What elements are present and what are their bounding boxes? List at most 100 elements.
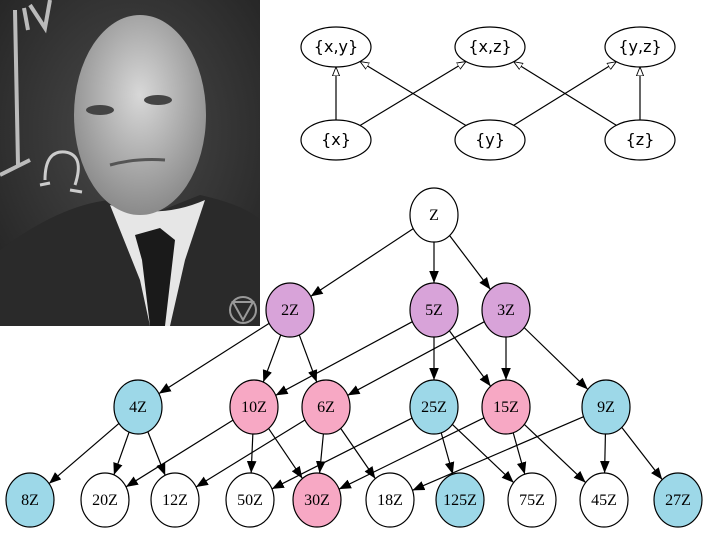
node-ellipse xyxy=(225,472,275,528)
node-label: 15Z xyxy=(493,399,519,416)
ideal-edges xyxy=(48,228,663,491)
node-ellipse xyxy=(301,379,351,435)
edge-4Z-to-20Z xyxy=(113,431,130,476)
node-xz: {x,z} xyxy=(454,26,526,68)
node-label: 25Z xyxy=(421,399,447,416)
node-ellipse xyxy=(300,26,372,68)
node-label: {x,y} xyxy=(314,37,358,56)
node-3Z: 3Z xyxy=(481,282,531,338)
node-label: 3Z xyxy=(497,302,515,319)
subset-nodes: {x,y} {x,z} {y,z} {x} {y} {z} xyxy=(300,26,676,161)
node-label: {x} xyxy=(321,130,351,149)
node-5Z: 5Z xyxy=(409,282,459,338)
node-ellipse xyxy=(80,472,130,528)
node-ellipse xyxy=(409,282,459,338)
edge-6Z-to-18Z xyxy=(340,428,376,479)
node-ellipse xyxy=(454,26,526,68)
node-ellipse xyxy=(579,472,629,528)
edge-9Z-to-18Z xyxy=(412,416,584,491)
node-label: 12Z xyxy=(162,492,188,509)
node-8Z: 8Z xyxy=(5,472,55,528)
node-27Z: 27Z xyxy=(653,472,703,528)
edge-25Z-to-75Z xyxy=(451,423,515,484)
edge-15Z-to-30Z xyxy=(338,417,485,490)
node-ellipse xyxy=(507,472,557,528)
node-yz: {y,z} xyxy=(604,26,676,68)
node-ellipse xyxy=(454,119,526,161)
node-label: 30Z xyxy=(304,492,330,509)
edge-10Z-to-20Z xyxy=(125,419,234,488)
node-label: 5Z xyxy=(425,302,443,319)
node-20Z: 20Z xyxy=(80,472,130,528)
edge-z-to-xz xyxy=(514,62,617,126)
edge-15Z-to-75Z xyxy=(512,432,527,475)
node-ellipse xyxy=(300,119,372,161)
node-18Z: 18Z xyxy=(365,472,415,528)
node-label: {y} xyxy=(475,130,505,149)
chalk-omega xyxy=(39,150,83,194)
node-label: 75Z xyxy=(519,492,545,509)
node-ellipse xyxy=(581,379,631,435)
node-ellipse xyxy=(604,119,676,161)
node-Z: Z xyxy=(409,187,459,243)
portrait-photo xyxy=(0,0,260,326)
node-ellipse xyxy=(113,379,163,435)
edge-6Z-to-30Z xyxy=(315,433,326,474)
ideal-nodes: Z 2Z 5Z 3Z 4Z 10Z 6Z 25Z 15Z 9Z 8Z 20Z 12Z 50Z 30Z 18Z 1… xyxy=(5,187,703,528)
edge-9Z-to-27Z xyxy=(621,426,663,481)
ideal-lattice: Z 2Z 5Z 3Z 4Z 10Z 6Z 25Z 15Z 9Z 8Z 20Z 12Z 50Z 30Z 18Z 1… xyxy=(5,187,703,528)
node-15Z: 15Z xyxy=(481,379,531,435)
edge-10Z-to-30Z xyxy=(268,428,303,479)
edge-6Z-to-12Z xyxy=(195,419,306,488)
node-label: 45Z xyxy=(591,492,617,509)
node-50Z: 50Z xyxy=(225,472,275,528)
node-ellipse xyxy=(265,282,315,338)
node-30Z: 30Z xyxy=(292,472,342,528)
edge-9Z-to-45Z xyxy=(600,433,610,474)
edge-4Z-to-8Z xyxy=(48,422,120,485)
node-4Z: 4Z xyxy=(113,379,163,435)
node-label: 50Z xyxy=(237,492,263,509)
node-ellipse xyxy=(409,379,459,435)
node-ellipse xyxy=(229,379,279,435)
node-x: {x} xyxy=(300,119,372,161)
node-ellipse xyxy=(365,472,415,528)
node-ellipse xyxy=(5,472,55,528)
node-ellipse xyxy=(653,472,703,528)
edge-Z-to-3Z xyxy=(449,235,491,290)
node-label: 20Z xyxy=(92,492,118,509)
node-ellipse xyxy=(481,379,531,435)
edge-10Z-to-50Z xyxy=(246,433,257,474)
node-label: 9Z xyxy=(597,399,615,416)
node-ellipse xyxy=(150,472,200,528)
node-10Z: 10Z xyxy=(229,379,279,435)
chalk-marks xyxy=(0,0,52,177)
node-ellipse xyxy=(409,187,459,243)
node-12Z: 12Z xyxy=(150,472,200,528)
node-125Z: 125Z xyxy=(435,472,485,528)
node-label: {x,z} xyxy=(468,37,511,56)
edge-3Z-to-6Z xyxy=(347,321,485,396)
node-ellipse xyxy=(604,26,676,68)
edge-2Z-to-4Z xyxy=(158,322,270,395)
node-label: 4Z xyxy=(129,399,147,416)
node-9Z: 9Z xyxy=(581,379,631,435)
edge-3Z-to-9Z xyxy=(523,327,589,390)
node-6Z: 6Z xyxy=(301,379,351,435)
oberwolfach-logo xyxy=(229,296,257,324)
node-label: 6Z xyxy=(317,399,335,416)
node-label: 8Z xyxy=(21,492,39,509)
node-label: {z} xyxy=(626,130,655,149)
edge-25Z-to-50Z xyxy=(271,417,413,490)
edge-5Z-to-15Z xyxy=(448,330,492,387)
node-2Z: 2Z xyxy=(265,282,315,338)
edge-5Z-to-10Z xyxy=(275,321,413,396)
node-label: Z xyxy=(429,207,439,224)
node-label: {y,z} xyxy=(618,37,661,56)
node-ellipse xyxy=(292,472,342,528)
node-label: 125Z xyxy=(443,492,477,509)
node-label: 27Z xyxy=(665,492,691,509)
subset-edges xyxy=(336,62,640,126)
